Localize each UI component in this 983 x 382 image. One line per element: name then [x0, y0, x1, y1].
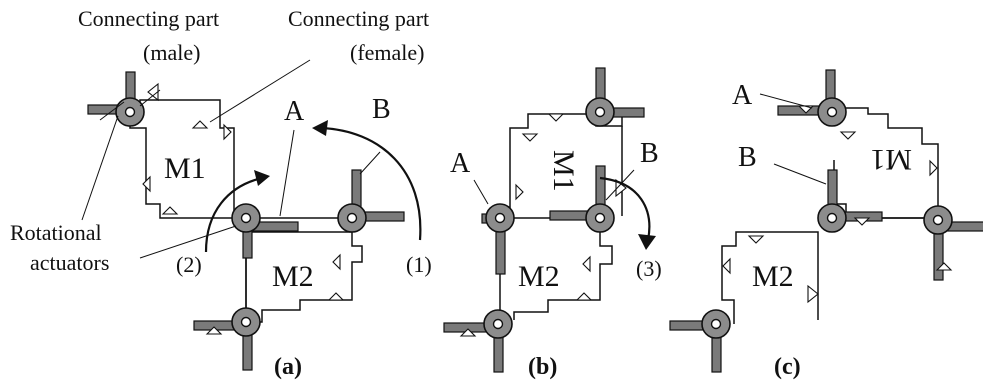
label-connecting-male-2: (male) — [143, 40, 200, 65]
panel-c: A B M1 M2 (c) — [669, 69, 983, 380]
label-panel-a: (a) — [274, 354, 302, 380]
panel-a: Connecting part (male) Connecting part (… — [10, 6, 432, 380]
actuator-icon — [337, 203, 367, 233]
label-connecting-female-2: (female) — [350, 40, 425, 65]
actuator-icon — [923, 205, 953, 235]
label-connecting-male-1: Connecting part — [78, 6, 219, 31]
label-a-panel-b: A — [450, 148, 471, 179]
actuator-icon — [231, 203, 261, 233]
actuator-icon — [231, 307, 261, 337]
label-b-panel-a: B — [372, 94, 391, 125]
actuator-icon — [115, 97, 145, 127]
label-rotational: Rotational — [10, 220, 102, 245]
panel-b: A B M1 M2 (3) (b) — [443, 67, 662, 380]
actuator-icon — [701, 309, 731, 339]
label-m1-panel-b: M1 — [547, 150, 580, 192]
label-panel-b: (b) — [528, 354, 557, 380]
label-actuators: actuators — [30, 250, 109, 275]
module-m2-outline — [245, 231, 363, 323]
label-b-panel-c: B — [738, 142, 757, 173]
module-m1-outline-c — [833, 107, 939, 219]
label-connecting-female-1: Connecting part — [288, 6, 429, 31]
label-b-panel-b: B — [640, 138, 659, 169]
module-m2-outline-c — [721, 231, 819, 324]
label-step-1: (1) — [406, 252, 432, 277]
label-m2-panel-a: M2 — [272, 260, 314, 293]
actuator-icon — [585, 97, 615, 127]
label-m2-panel-c: M2 — [752, 260, 794, 293]
label-step-2: (2) — [176, 252, 202, 277]
label-panel-c: (c) — [774, 354, 801, 380]
label-m1-panel-a: M1 — [164, 152, 206, 185]
label-a-panel-a: A — [284, 96, 305, 127]
actuator-icon — [485, 203, 515, 233]
label-m2-panel-b: M2 — [518, 260, 560, 293]
actuator-icon — [817, 203, 847, 233]
actuator-icon — [585, 203, 615, 233]
actuator-icon — [817, 97, 847, 127]
label-m1-panel-c: M1 — [870, 143, 912, 176]
actuator-icon — [483, 309, 513, 339]
label-a-panel-c: A — [732, 80, 753, 111]
label-step-3: (3) — [636, 256, 662, 281]
